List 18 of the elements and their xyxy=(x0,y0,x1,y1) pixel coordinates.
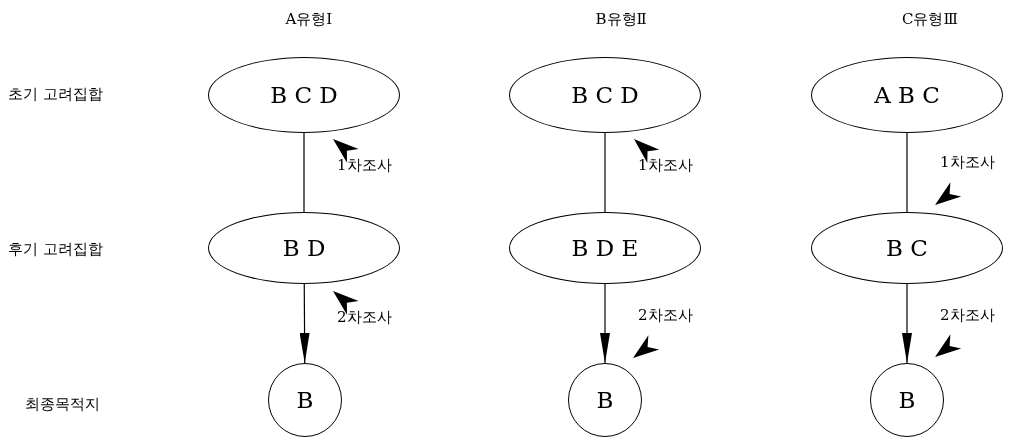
arrow xyxy=(299,283,310,364)
edge-label: 1차조사 xyxy=(337,156,392,175)
row-label: 최종목적지 xyxy=(25,395,100,414)
connector-line xyxy=(303,132,305,213)
row-label: 초기 고려집합 xyxy=(8,85,103,104)
column-heading: C유형Ⅲ xyxy=(902,10,958,29)
row-label: 후기 고려집합 xyxy=(8,240,103,259)
arrow xyxy=(600,283,610,364)
connector-line xyxy=(604,132,606,213)
edge-label: 2차조사 xyxy=(337,308,392,327)
edge-label: 2차조사 xyxy=(940,306,995,325)
edge-label: 1차조사 xyxy=(638,156,693,175)
column-heading: A유형Ⅰ xyxy=(285,10,333,29)
edge-label: 1차조사 xyxy=(940,153,995,172)
edge-label: 2차조사 xyxy=(638,306,693,325)
arrow xyxy=(902,283,912,364)
connector-line xyxy=(906,132,908,213)
column-heading: B유형Ⅱ xyxy=(595,10,647,29)
